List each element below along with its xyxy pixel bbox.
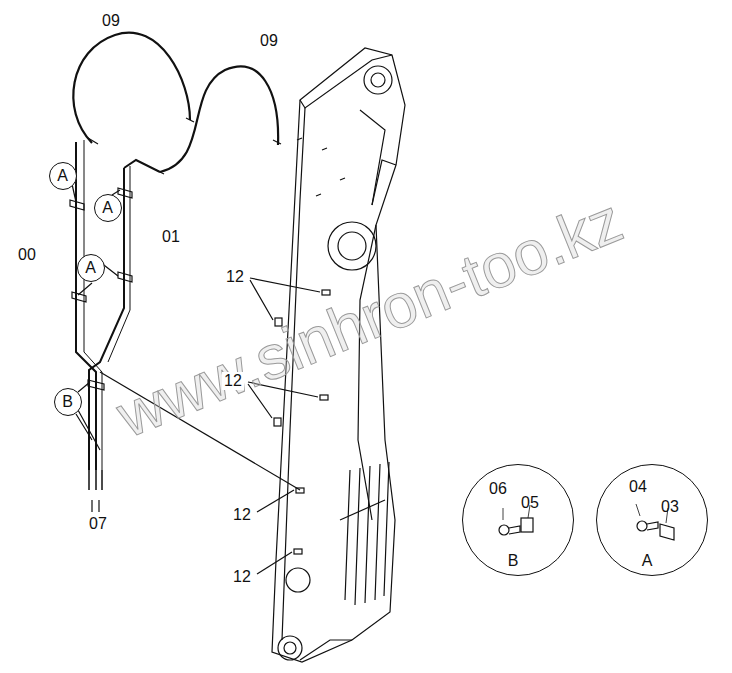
callout-number: 00 xyxy=(16,246,38,264)
callout-number: 09 xyxy=(258,32,280,50)
callout-circle: A xyxy=(94,194,122,222)
detail-letter: A xyxy=(102,200,113,216)
callout-number: 12 xyxy=(231,506,253,524)
detail-circle: 04 03A xyxy=(596,464,708,576)
detail-letter: B xyxy=(62,394,73,410)
callout-number: 07 xyxy=(87,515,109,533)
detail-letter: A xyxy=(642,553,653,569)
part-number: 05 xyxy=(521,495,539,511)
watermark: www.sinhron-too.kz xyxy=(109,189,631,448)
callout-circle: B xyxy=(54,388,82,416)
part-number: 06 xyxy=(489,481,507,497)
callout-circle: A xyxy=(49,162,77,190)
detail-letter: A xyxy=(85,260,96,276)
callout-circle: A xyxy=(77,254,105,282)
detail-letter: A xyxy=(57,168,68,184)
part-number: 04 xyxy=(629,479,647,495)
detail-letter: B xyxy=(508,553,519,569)
detail-circle: 06 05B xyxy=(462,464,574,576)
callout-number: 01 xyxy=(160,228,182,246)
callout-number: 12 xyxy=(224,268,246,286)
callout-number: 09 xyxy=(100,12,122,30)
callout-number: 12 xyxy=(222,372,244,390)
callout-number: 12 xyxy=(231,568,253,586)
part-number: 03 xyxy=(661,499,679,515)
